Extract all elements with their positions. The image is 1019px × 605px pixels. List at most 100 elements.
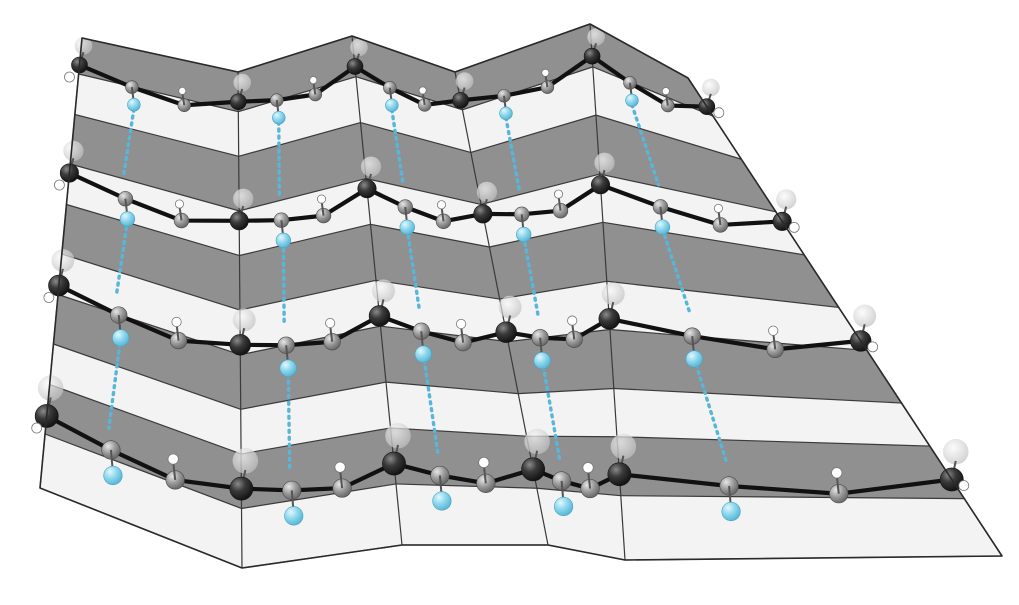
pleat-crease <box>375 279 500 300</box>
side-chain-atom <box>601 282 625 306</box>
alpha-carbon-atom <box>229 93 247 111</box>
pleat-crease <box>74 113 239 157</box>
oxygen-atom <box>272 111 286 125</box>
pleat-crease <box>44 433 242 510</box>
oxygen-atom <box>533 352 551 370</box>
oxygen-atom <box>499 106 513 121</box>
oxygen-atom <box>284 506 304 526</box>
side-chain-atom <box>498 295 522 319</box>
hydrogen-atom <box>582 462 594 474</box>
oxygen-atom <box>625 93 639 108</box>
pleat-band-light <box>366 178 490 248</box>
atom-layer <box>31 28 970 526</box>
pleat-band-shaded <box>70 114 240 211</box>
side-chain-atom <box>74 37 93 55</box>
hydrogen-bond <box>504 116 522 194</box>
pleat-crease <box>239 223 371 257</box>
side-chain-atom <box>476 181 498 202</box>
side-chain-atom <box>587 28 605 46</box>
pleat-crease <box>620 495 965 500</box>
pleat-band-light <box>238 76 361 157</box>
alpha-carbon-atom <box>473 204 493 224</box>
side-chain-atom <box>702 78 720 97</box>
terminal-hydrogen-atom <box>713 107 725 119</box>
pleat-crease <box>602 221 805 256</box>
backbone-strand <box>44 413 954 496</box>
pleat-crease <box>385 381 519 395</box>
hydrogen-atom <box>317 194 327 204</box>
hydrogen-atom <box>171 316 182 327</box>
side-chain-atom <box>776 189 797 210</box>
oxygen-atom <box>432 491 452 511</box>
oxygen-atom <box>414 345 432 363</box>
hydrogen-bond <box>390 108 405 187</box>
hydrogen-atom <box>174 199 185 209</box>
oxygen-atom <box>554 496 574 517</box>
side-chain-atom <box>853 304 877 328</box>
pleat-band-shaded <box>238 122 366 211</box>
alpha-carbon-atom <box>583 47 601 65</box>
pleat-band-light <box>620 495 1002 560</box>
pleat-band-light <box>240 382 391 454</box>
pleat-crease <box>518 387 614 395</box>
alpha-carbon-atom <box>452 92 469 109</box>
oxygen-atom <box>685 350 703 368</box>
alpha-carbon-atom <box>346 58 364 75</box>
pleat-crease <box>365 177 482 206</box>
alpha-carbon-atom <box>590 175 610 195</box>
hydrogen-atom <box>713 203 723 213</box>
pleat-crease <box>70 163 240 212</box>
oxygen-atom <box>275 232 292 249</box>
pleat-crease <box>609 328 868 352</box>
hydrogen-atom <box>831 467 843 479</box>
pleat-crease <box>507 328 611 343</box>
pleat-crease <box>238 121 361 157</box>
hydrogen-bond <box>692 356 729 466</box>
side-chain-atom <box>610 433 637 460</box>
pleat-band-light <box>396 483 548 545</box>
hydrogen-atom <box>541 68 550 77</box>
terminal-hydrogen-atom <box>31 422 43 434</box>
side-chain-atom <box>372 279 395 303</box>
pleat-band-shaded <box>61 204 240 311</box>
pleat-band-light <box>49 344 242 454</box>
pleat-crease <box>66 203 240 257</box>
hydrogen-atom <box>418 86 427 95</box>
pleat-crease <box>239 279 377 311</box>
hydrogen-atom <box>768 325 779 336</box>
alpha-carbon-atom <box>598 308 620 330</box>
pleat-band-light <box>462 66 596 153</box>
hydrogen-atom <box>478 456 490 469</box>
side-chain-atom <box>350 38 368 57</box>
pleat-crease <box>499 280 607 300</box>
backbone-strand <box>67 170 785 228</box>
pleat-band-light <box>58 254 241 355</box>
pleat-band-shaded <box>526 436 621 496</box>
alpha-carbon-atom <box>229 334 251 356</box>
side-chain-atom <box>232 448 259 474</box>
side-chain-atom <box>233 188 254 209</box>
hydrogen-atom <box>167 453 179 465</box>
oxygen-atom <box>112 329 130 347</box>
pleat-band-light <box>241 483 402 568</box>
backbone-strand-layer <box>44 54 954 496</box>
hydrogen-atom <box>661 87 670 96</box>
pleat-band-shaded <box>53 294 241 410</box>
pleat-crease <box>240 325 381 356</box>
pleat-band-shaded <box>45 384 242 509</box>
pleat-crease <box>370 223 490 248</box>
pleat-crease <box>462 66 593 111</box>
hydrogen-bond-layer <box>107 103 729 471</box>
pleat-crease <box>599 173 777 213</box>
pleat-crease <box>489 221 604 248</box>
pleat-band-shaded <box>590 24 714 117</box>
pleat-band-shaded <box>508 329 614 394</box>
backbone-strand <box>56 283 863 352</box>
hydrogen-bond <box>522 234 540 318</box>
pleat-band-light <box>356 76 471 153</box>
side-chain-atom <box>943 438 969 465</box>
side-chain-atom <box>385 422 411 449</box>
pleat-band-light <box>599 174 805 255</box>
hydrogen-bond <box>115 219 130 295</box>
